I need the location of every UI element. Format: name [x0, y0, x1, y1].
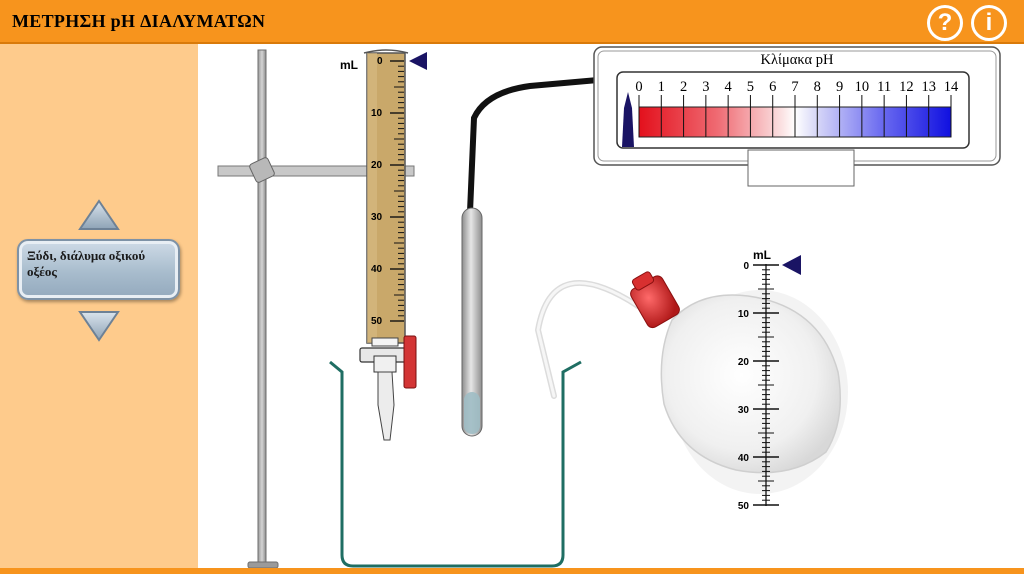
burette[interactable]: mL 0 10 20 30 40 50 [340, 49, 427, 441]
page-title: ΜΕΤΡΗΣΗ pH ΔΙΑΛΥΜΑΤΩΝ [12, 11, 266, 31]
burette-level-marker[interactable] [409, 52, 427, 70]
ph-tick-label: 3 [702, 79, 709, 95]
title-bar: ΜΕΤΡΗΣΗ pH ΔΙΑΛΥΜΑΤΩΝ ? i [0, 0, 1024, 44]
burette-tick-label: 50 [371, 316, 383, 327]
burette-tick-label: 10 [371, 108, 383, 119]
wash-bottle-scale: mL 0 10 20 30 40 50 [738, 248, 801, 512]
ph-meter-title: Κλίμακα pH [761, 52, 834, 68]
burette-tick-label: 20 [371, 160, 383, 171]
wash-tick-label: 30 [738, 405, 750, 416]
next-solution-button[interactable] [78, 310, 120, 342]
ph-tick-label: 8 [814, 79, 821, 95]
wash-tick-label: 0 [743, 261, 749, 272]
ph-tick-label: 2 [680, 79, 687, 95]
solution-selector[interactable]: Ξύδι, διάλυμα οξικού οξέος [17, 239, 180, 300]
ph-tick-label: 10 [855, 79, 870, 95]
beaker [329, 360, 582, 568]
ph-tick-label: 1 [658, 79, 665, 95]
ph-tick-label: 9 [836, 79, 843, 95]
solution-label: Ξύδι, διάλυμα οξικού οξέος [27, 248, 146, 279]
info-button[interactable]: i [971, 5, 1007, 41]
retort-stand [217, 49, 415, 568]
sidebar [0, 44, 198, 568]
ph-tick-label: 7 [791, 79, 798, 95]
burette-tick-label: 30 [371, 212, 383, 223]
ph-tick-label: 11 [877, 79, 891, 95]
stopcock-valve[interactable] [403, 335, 417, 389]
ph-tick-label: 0 [635, 79, 642, 95]
triangle-up-icon [78, 199, 120, 230]
ph-tick-label: 14 [944, 79, 959, 95]
info-circle-icon: i [985, 9, 993, 36]
ph-tick-label: 6 [769, 79, 776, 95]
wash-tick-label: 50 [738, 501, 750, 512]
burette-unit: mL [340, 58, 358, 72]
ph-tick-label: 5 [747, 79, 754, 95]
wash-tick-label: 20 [738, 357, 750, 368]
wash-tick-label: 10 [738, 309, 750, 320]
ph-reading-box [747, 149, 855, 187]
burette-tick-label: 40 [371, 264, 383, 275]
question-circle-icon: ? [937, 9, 953, 36]
ph-tick-label: 13 [921, 79, 936, 95]
ph-tick-label: 12 [899, 79, 914, 95]
wash-bottle-level-marker[interactable] [782, 255, 801, 275]
triangle-down-icon [78, 311, 120, 342]
ph-scale-ticks [638, 95, 952, 137]
help-button[interactable]: ? [927, 5, 963, 41]
ph-indicator-needle [622, 92, 634, 147]
ph-probe [461, 77, 599, 437]
wash-bottle[interactable] [534, 267, 848, 494]
burette-scale [390, 60, 404, 322]
previous-solution-button[interactable] [78, 199, 120, 231]
wash-bottle-unit: mL [753, 248, 771, 262]
ph-tick-label: 4 [725, 79, 733, 95]
wash-tick-label: 40 [738, 453, 750, 464]
burette-tick-label: 0 [377, 56, 383, 67]
footer-bar [0, 568, 1024, 574]
